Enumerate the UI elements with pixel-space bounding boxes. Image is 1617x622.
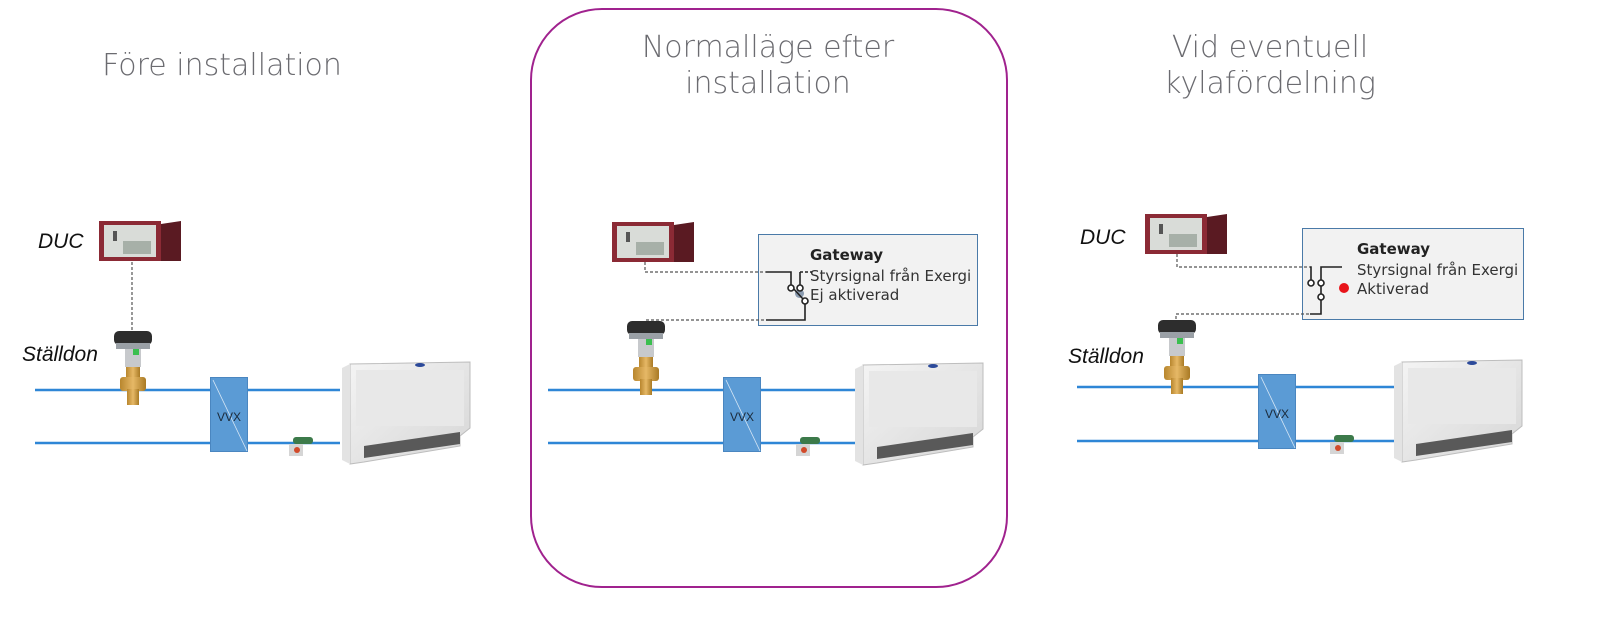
panel-cooling (1077, 214, 1523, 463)
gateway-signal-label: Styrsignal från Exergi (810, 267, 972, 285)
control-wire-in (1176, 254, 1310, 268)
duc-controller-icon (1145, 214, 1227, 254)
pump-icon (289, 437, 313, 456)
heat-exchanger-normal: VVX (723, 377, 761, 452)
relay-switch-icon (1307, 266, 1342, 315)
duc-controller-icon (99, 221, 181, 261)
duc-label-cooling: DUC (1080, 226, 1126, 249)
control-wire-in (644, 262, 766, 273)
control-wire-out (1175, 313, 1310, 324)
actuator-label-before: Ställdon (22, 343, 98, 366)
duc-label-before: DUC (38, 230, 84, 253)
heat-exchanger-label: VVX (216, 410, 241, 424)
fan-coil-unit-icon (1393, 359, 1523, 463)
panel-title-normal-line2: installation (685, 66, 851, 101)
status-indicator-icon (1339, 283, 1349, 293)
actuator-valve-icon (627, 321, 665, 395)
fan-coil-unit-icon (341, 361, 471, 465)
control-wire-out (645, 319, 766, 330)
pump-icon (796, 437, 820, 456)
panel-before (35, 221, 471, 465)
duc-controller-icon (612, 222, 694, 262)
gateway-title: Gateway (810, 246, 884, 264)
relay-switch-icon (766, 271, 812, 321)
gateway-status-label: Ej aktiverad (810, 286, 900, 304)
panel-title-cooling: Vid eventuell kylafördelning (1110, 30, 1430, 102)
panel-title-before: Före installation (102, 48, 342, 83)
pump-icon (1330, 435, 1354, 454)
actuator-valve-icon (114, 331, 152, 405)
gateway-signal-label: Styrsignal från Exergi (1357, 261, 1519, 279)
actuator-valve-icon (1158, 320, 1196, 394)
panel-title-cooling-line1: Vid eventuell (1171, 30, 1369, 65)
gateway-title: Gateway (1357, 240, 1431, 258)
gateway-box-cooling: Gateway Styrsignal från Exergi Aktiverad (1302, 228, 1524, 320)
panel-normal (548, 222, 984, 466)
actuator-label-cooling: Ställdon (1068, 345, 1144, 368)
status-indicator-icon (795, 289, 804, 298)
fan-coil-unit-icon (854, 362, 984, 466)
gateway-box-normal: Gateway Styrsignal från Exergi Ej aktive… (758, 234, 978, 326)
heat-exchanger-cooling: VVX (1258, 374, 1296, 449)
panel-title-normal: Normalläge efter installation (590, 30, 946, 102)
highlight-frame-normal (530, 8, 1008, 588)
panel-title-cooling-line2: kylafördelning (1164, 66, 1376, 101)
heat-exchanger-label: VVX (729, 410, 754, 424)
heat-exchanger-before: VVX (210, 377, 248, 452)
gateway-status-label: Aktiverad (1357, 280, 1429, 298)
panel-title-normal-line1: Normalläge efter (641, 30, 895, 65)
heat-exchanger-label: VVX (1264, 407, 1289, 421)
